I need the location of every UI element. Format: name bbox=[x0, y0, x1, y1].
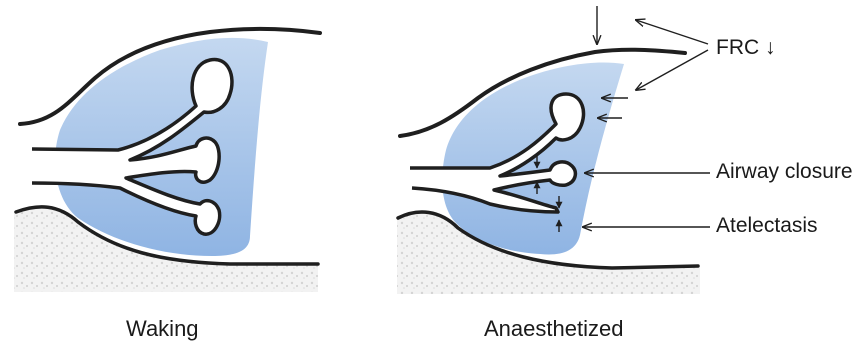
atelectasis-label: Atelectasis bbox=[716, 214, 818, 238]
waking-lung-region bbox=[55, 38, 268, 256]
waking-caption: Waking bbox=[126, 316, 199, 342]
anaesthetized-caption: Anaesthetized bbox=[484, 316, 623, 342]
airway-closure-label: Airway closure bbox=[716, 160, 853, 184]
waking-panel bbox=[14, 29, 320, 292]
frc-label: FRC ↓ bbox=[716, 36, 776, 60]
anaesthetized-panel bbox=[397, 6, 710, 294]
frc-callout-arrows bbox=[636, 20, 708, 90]
